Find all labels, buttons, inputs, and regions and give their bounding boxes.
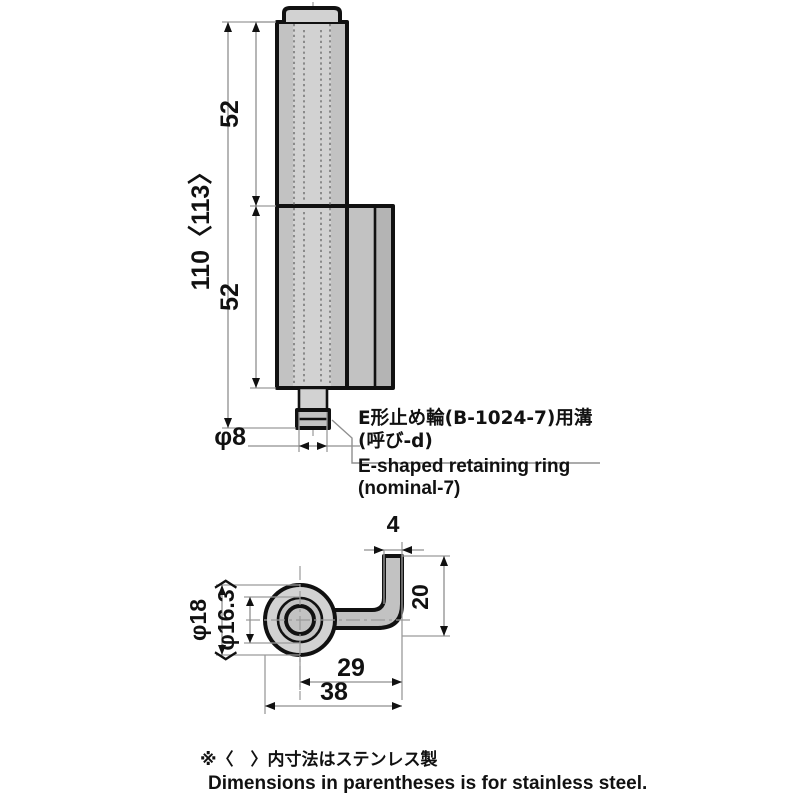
e-ring-note-jp-line2: (呼び-d): [358, 431, 433, 452]
arrow-phi163-top: [246, 597, 254, 606]
arrow-overall-width-left: [265, 702, 275, 710]
e-ring-note-en-line1: E-shaped retaining ring: [358, 456, 570, 477]
arrow-lower52-top: [252, 206, 260, 216]
lower-knuckle-right-shade: [331, 206, 347, 388]
upper-knuckle-right-shade: [331, 22, 347, 208]
dim-knuckle-outer-diameter-label: φ18: [185, 599, 211, 641]
e-ring-leader-line: [331, 419, 600, 464]
dim-overall-width-label: 38: [320, 678, 348, 706]
arrow-flange-height-bottom: [440, 626, 448, 636]
upper-knuckle-left-shade: [277, 22, 293, 208]
arrow-upper52-top: [252, 22, 260, 32]
caption-english: Dimensions in parentheses is for stainle…: [208, 773, 647, 794]
arrow-flange-height-top: [440, 556, 448, 566]
arrow-lower52-bottom: [252, 378, 260, 388]
dim-pin-diameter-label: φ8: [214, 423, 246, 451]
arrow-thickness-left: [374, 546, 384, 554]
caption-japanese: ※〈 〉内寸法はステンレス製: [200, 749, 438, 770]
arrow-overall-top: [224, 22, 232, 32]
drawing-caption: ※〈 〉内寸法はステンレス製 Dimensions in parentheses…: [200, 749, 647, 794]
arrow-phi163-bottom: [246, 634, 254, 643]
lower-leaf-edge-fill: [375, 206, 393, 388]
arrow-inner-width-left: [300, 678, 310, 686]
dim-flange-height-label: 20: [407, 584, 433, 610]
arrow-upper52-bottom: [252, 196, 260, 206]
dim-knuckle-inner-diameter-label: 〈φ16.3〉: [213, 566, 239, 673]
dim-inner-width-label: 29: [337, 654, 365, 682]
arrow-phi18-top: [218, 585, 226, 595]
arrow-thickness-right: [402, 546, 412, 554]
arrow-phi8-right: [317, 442, 327, 450]
e-ring-note-jp-line1: E形止め輪(B-1024-7)用溝: [358, 407, 593, 429]
dim-upper-leaf-height-label: 52: [216, 100, 244, 128]
arrow-phi8-left: [299, 442, 309, 450]
arrow-overall-bottom: [224, 418, 232, 428]
dim-overall-height-label: 110〈113〉: [187, 160, 215, 291]
dim-lower-leaf-height-label: 52: [216, 283, 244, 311]
lower-knuckle-left-shade: [277, 206, 293, 388]
top-cap-outline: [282, 6, 342, 22]
e-ring-note-en-line2: (nominal-7): [358, 478, 460, 499]
arrow-inner-width-right: [392, 678, 402, 686]
plan-section-view: φ18 〈φ16.3〉 4 20: [185, 511, 450, 714]
arrow-phi18-bottom: [218, 645, 226, 655]
front-elevation-view: 110〈113〉 52 52 φ8 E形止め輪(B-1024-: [187, 2, 600, 499]
dim-flange-thickness-label: 4: [387, 511, 400, 537]
top-cap-fill: [284, 7, 340, 22]
arrow-overall-width-right: [392, 702, 402, 710]
